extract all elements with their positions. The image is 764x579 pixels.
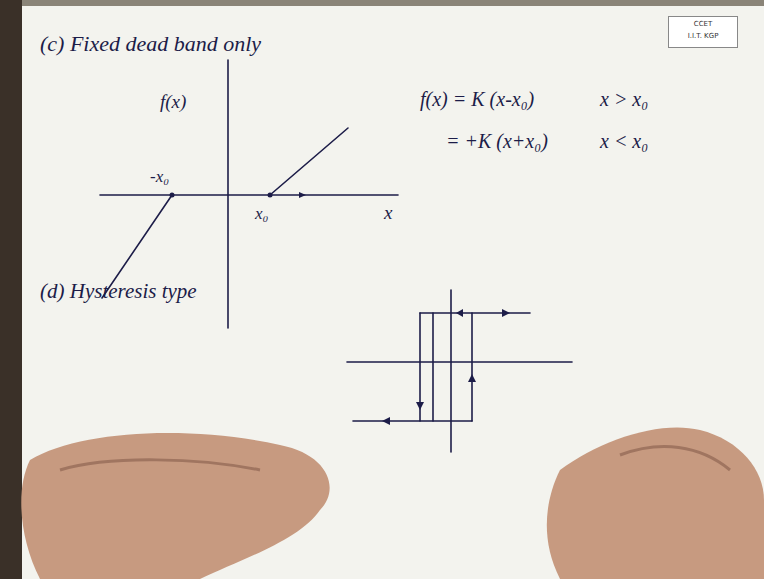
handwritten-text: -x₀ [150, 167, 169, 186]
handwritten-text: f(x) [160, 91, 186, 112]
y-axis [450, 290, 452, 452]
handwritten-text: x₀ [255, 204, 268, 223]
handwritten-text: x [384, 202, 392, 223]
hand [21, 433, 329, 579]
x-axis [347, 361, 572, 363]
logo-text: CCET [669, 21, 737, 29]
finger-line [60, 460, 260, 470]
handwritten-label: = +K (x+x₀) [446, 130, 548, 152]
point-dot [170, 193, 175, 198]
lecturer-hands [21, 427, 764, 579]
x-axis [100, 194, 398, 196]
handwritten-label: f(x) = K (x-x₀) [420, 88, 534, 110]
logo-text: CCET [694, 20, 712, 28]
handwritten-text: x < x₀ [600, 130, 648, 152]
point-dot [268, 193, 273, 198]
handwritten-label: (d) Hysteresis type [40, 280, 197, 303]
logo-text: I.I.T. KGP [669, 33, 737, 41]
handwritten-label: f(x) [160, 92, 186, 113]
handwritten-text: f(x) = K (x-x₀) [420, 88, 534, 110]
logo-box: CCET I.I.T. KGP [668, 16, 738, 48]
board-top-edge [22, 0, 764, 6]
handwritten-label: (c) Fixed dead band only [40, 32, 261, 56]
characteristic-line [270, 128, 348, 195]
handwritten-label: -x₀ [150, 168, 169, 187]
handwritten-text: (d) Hysteresis type [40, 279, 197, 303]
logo-text: I.I.T. KGP [688, 32, 719, 40]
arrow-head [299, 192, 306, 198]
arrow-head [382, 417, 390, 425]
board-edge [0, 0, 22, 579]
arrow-head [502, 309, 510, 317]
upper-branch [420, 312, 530, 314]
arrow-head [416, 402, 424, 410]
arrow-head [456, 309, 463, 317]
handwritten-label: x₀ [255, 205, 268, 224]
handwritten-label: x [384, 203, 392, 224]
handwritten-label: x > x₀ [600, 88, 648, 110]
lower-branch [353, 420, 472, 422]
hand [547, 427, 764, 579]
hysteresis-arrows [382, 309, 510, 425]
handwritten-label: x < x₀ [600, 130, 648, 152]
hysteresis-graph [347, 290, 572, 452]
y-axis [227, 60, 229, 328]
arrow-head [468, 374, 476, 382]
handwritten-text: (c) Fixed dead band only [40, 31, 261, 56]
handwritten-text: = +K (x+x₀) [446, 130, 548, 152]
switch-line [432, 313, 434, 421]
switch-up-line [471, 313, 473, 421]
handwritten-text: x > x₀ [600, 88, 648, 110]
finger-line [620, 447, 730, 470]
